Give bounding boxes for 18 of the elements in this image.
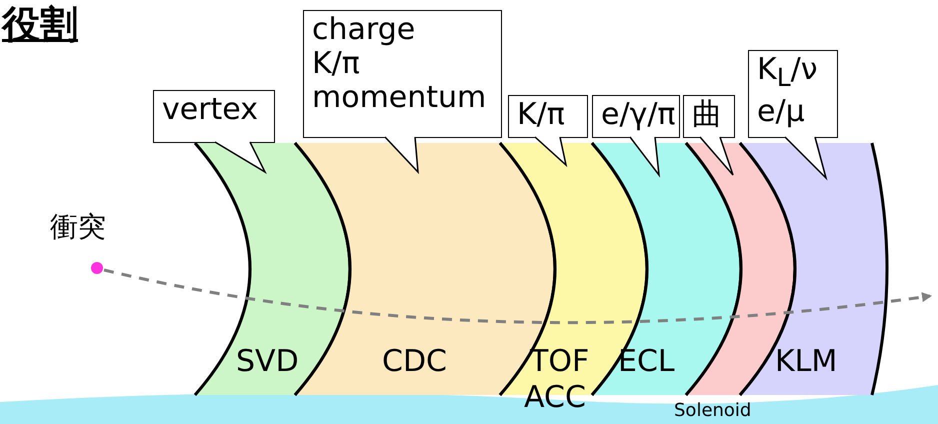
callout-box: charge K/π momentum [303,10,502,138]
callout-pointer [629,136,660,178]
callout-box: 曲 [683,95,735,138]
callout-pointer [534,136,568,168]
callout-pointer [384,136,419,174]
point-label: 衝突 [50,209,106,245]
layer-label: KLM [775,346,838,378]
layer-label: ACC [524,382,586,414]
layer-label: Solenoid [674,400,752,422]
layer-label: SVD [236,346,299,378]
layer-label: CDC [382,346,447,378]
callout-pointer [699,136,734,176]
callout-pointer [784,136,828,181]
title: 役割 [2,1,78,48]
callout-box: K$_{L}$/ν e/μ [748,50,838,138]
callout-pointer [214,141,267,174]
trajectory-arrow [104,268,932,324]
layer-label: TOF [530,346,590,378]
